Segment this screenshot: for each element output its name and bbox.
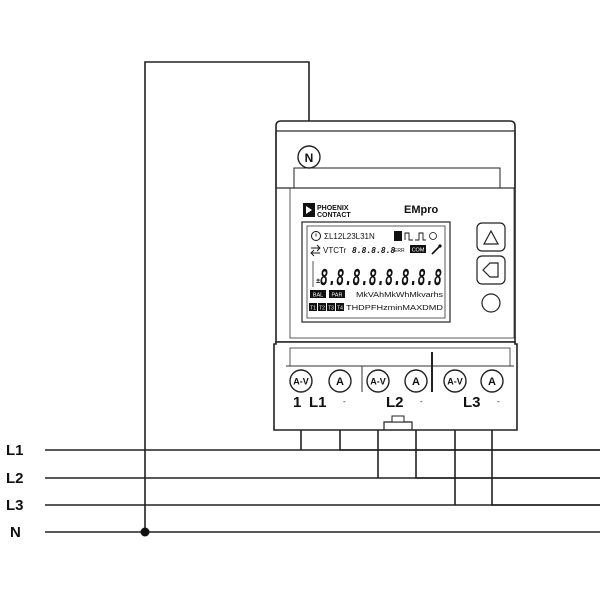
t3-badge-label: T3: [328, 305, 334, 311]
t3-badge: [327, 303, 335, 311]
plus-mark-2: -: [420, 397, 423, 406]
phoenix-contact-logo: PHOENIX CONTACT: [303, 203, 351, 219]
lcd-screen: [306, 225, 446, 319]
terminal-l3-av: [443, 369, 467, 393]
phase-label-1: 1: [293, 394, 301, 411]
terminal-l1-av-label: A-V: [293, 377, 309, 387]
back-arrow-icon: [482, 262, 499, 278]
neutral-junction-dot: [140, 527, 150, 537]
com-badge: [410, 245, 426, 253]
terminal-l2-av: [366, 369, 390, 393]
back-button[interactable]: [476, 255, 506, 285]
din-rail-clip-tab: [391, 415, 405, 423]
neutral-wire: [144, 61, 310, 532]
status-icon: [429, 232, 437, 240]
terminal-l2-av-label: A-V: [370, 377, 386, 387]
t4-badge: [336, 303, 344, 311]
exchange-arrows-icon: [310, 244, 321, 257]
bal-badge-label: BAL: [313, 293, 323, 299]
round-button[interactable]: [481, 293, 501, 313]
phase-labels: 1 L1 L2 L3 - - -: [293, 394, 500, 411]
up-button[interactable]: [476, 222, 506, 252]
wrench-icon: [431, 245, 441, 255]
meter-housing-lower: [273, 341, 518, 431]
lcd-err: ERR: [394, 248, 405, 254]
terminal-l3-av-label: A-V: [447, 377, 463, 387]
front-panel: [289, 187, 515, 339]
phase-label-l3: L3: [463, 394, 481, 411]
energy-meter: N PHOENIX CONTACT EMpro ΣL12L23L31N VTCT…: [273, 120, 518, 431]
line-label-l1: L1: [6, 442, 24, 459]
lcd-phase-row: ΣL12L23L31N: [324, 232, 375, 241]
neutral-terminal: [297, 145, 321, 169]
control-buttons: [476, 222, 506, 313]
logo-text-line2: CONTACT: [317, 212, 351, 219]
lcd-main-digits: 8.8.8.8.8.8.8.8: [320, 266, 442, 291]
supply-lines: [45, 449, 600, 533]
terminal-l3-a-label: A: [488, 376, 496, 388]
up-arrow-icon: [482, 229, 500, 245]
lcd-block-icon: [394, 231, 402, 241]
terminal-l3-a: [480, 369, 504, 393]
com-badge-label: COM: [412, 248, 425, 254]
bottom-terminals: A-V A A-V A A-V A: [289, 369, 504, 393]
t1-badge: [309, 303, 317, 311]
phase-label-l2: L2: [386, 394, 404, 411]
terminal-l2-a: [404, 369, 428, 393]
line-label-l2: L2: [6, 470, 24, 487]
lcd-units-row2: THDPFHzminMAXDMD: [346, 303, 444, 312]
t2-badge: [318, 303, 326, 311]
tariff-badges: T1 T2 T3 T4: [309, 303, 344, 311]
pulse-icon: [404, 232, 413, 241]
par-badge: [329, 290, 345, 298]
t4-badge-label: T4: [337, 305, 343, 311]
neutral-terminal-label: N: [305, 151, 314, 165]
pulse-icon-2: [415, 232, 426, 241]
terminal-l1-a: [328, 369, 352, 393]
clock-icon: [311, 231, 321, 241]
terminal-l1-a-label: A: [336, 376, 344, 388]
lcd-display: ΣL12L23L31N VTCTr 8.8.8.8.8 ERR COM ± 8.…: [301, 221, 451, 323]
bal-badge: [310, 290, 326, 298]
t1-badge-label: T1: [310, 305, 316, 311]
model-name: EMpro: [404, 204, 439, 216]
logo-text-line1: PHOENIX: [317, 205, 349, 212]
line-label-n: N: [10, 524, 21, 541]
lcd-units-row1: MkVAhMkWhMkvarhs: [356, 290, 443, 299]
lcd-row2-digits: 8.8.8.8.8: [352, 246, 396, 255]
terminal-l1-av: [289, 369, 313, 393]
lcd-row2-label: VTCTr: [323, 246, 347, 255]
phase-label-l1: L1: [309, 394, 327, 411]
lcd-side-marks: ±: [316, 277, 320, 285]
plus-mark-3: -: [497, 397, 500, 406]
line-label-l3: L3: [6, 497, 24, 514]
terminal-l2-a-label: A: [412, 376, 420, 388]
t2-badge-label: T2: [319, 305, 325, 311]
plus-mark-1: -: [343, 397, 346, 406]
par-badge-label: PAR: [332, 293, 343, 299]
